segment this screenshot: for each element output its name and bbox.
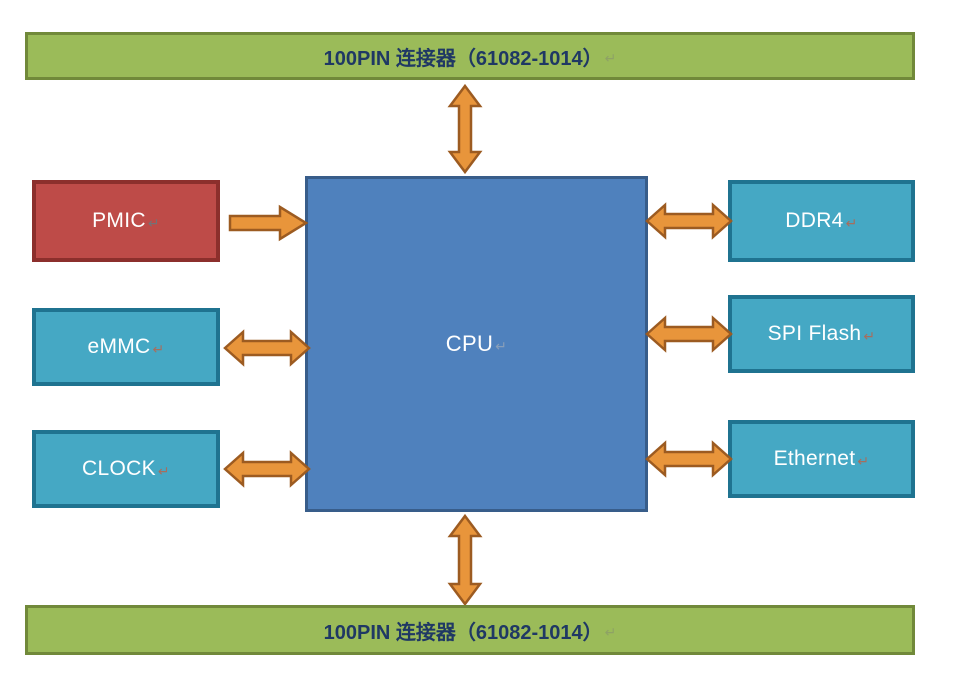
connector-top[interactable]: 100PIN 连接器（61082-1014） ↵ bbox=[25, 32, 915, 80]
block-ddr4[interactable]: DDR4 ↵ bbox=[728, 180, 915, 262]
connector-top-label: 100PIN 连接器（61082-1014） bbox=[323, 47, 603, 70]
block-spi-flash[interactable]: SPI Flash ↵ bbox=[728, 295, 915, 373]
block-emmc-label: eMMC bbox=[87, 335, 151, 358]
arrow-clock-to-cpu bbox=[223, 450, 311, 488]
block-ethernet[interactable]: Ethernet ↵ bbox=[728, 420, 915, 498]
arrow-cpu-to-bottom-connector bbox=[447, 513, 483, 607]
pilcrow-mark: ↵ bbox=[157, 462, 170, 479]
pilcrow-mark: ↵ bbox=[495, 337, 508, 354]
block-spi-flash-label: SPI Flash bbox=[767, 322, 862, 345]
connector-bottom[interactable]: 100PIN 连接器（61082-1014） ↵ bbox=[25, 605, 915, 655]
pilcrow-mark: ↵ bbox=[857, 452, 870, 469]
arrow-cpu-to-spi-flash bbox=[645, 315, 733, 353]
block-clock-label: CLOCK bbox=[82, 457, 156, 480]
pilcrow-mark: ↵ bbox=[845, 214, 858, 231]
pilcrow-mark: ↵ bbox=[863, 327, 876, 344]
block-clock[interactable]: CLOCK ↵ bbox=[32, 430, 220, 508]
arrow-cpu-to-top-connector bbox=[447, 83, 483, 175]
arrow-cpu-to-ddr4 bbox=[645, 202, 733, 240]
arrow-cpu-to-ethernet bbox=[645, 440, 733, 478]
arrow-pmic-to-cpu bbox=[228, 204, 309, 242]
block-ddr4-label: DDR4 bbox=[785, 209, 844, 232]
block-pmic[interactable]: PMIC ↵ bbox=[32, 180, 220, 262]
pilcrow-mark: ↵ bbox=[604, 623, 617, 640]
block-pmic-label: PMIC bbox=[92, 209, 146, 232]
pilcrow-mark: ↵ bbox=[147, 214, 160, 231]
pilcrow-mark: ↵ bbox=[604, 49, 617, 66]
block-emmc[interactable]: eMMC ↵ bbox=[32, 308, 220, 386]
cpu-block[interactable]: CPU ↵ bbox=[305, 176, 648, 512]
connector-bottom-label: 100PIN 连接器（61082-1014） bbox=[323, 621, 603, 644]
pilcrow-mark: ↵ bbox=[152, 340, 165, 357]
block-ethernet-label: Ethernet bbox=[773, 447, 856, 470]
arrow-emmc-to-cpu bbox=[223, 329, 311, 367]
cpu-label: CPU bbox=[445, 331, 494, 356]
